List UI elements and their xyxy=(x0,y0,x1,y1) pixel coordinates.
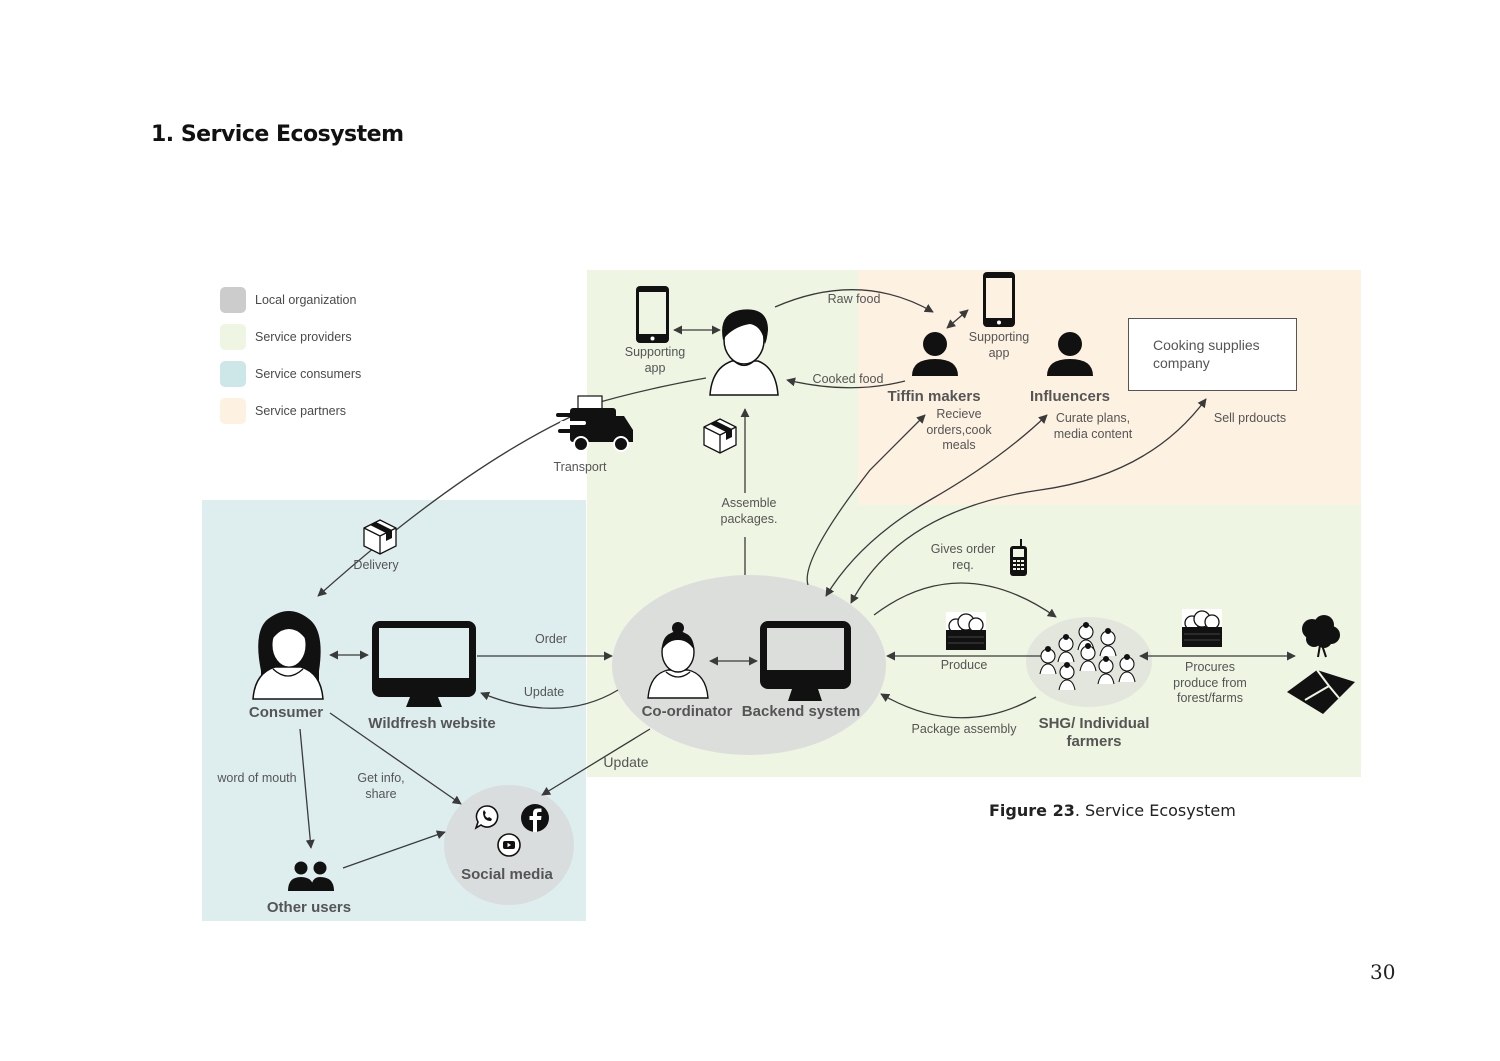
assemble-packages-label: Assemble packages. xyxy=(720,496,778,526)
desktop-monitor-icon xyxy=(372,621,476,707)
legend-item-service-providers: Service providers xyxy=(220,324,352,350)
legend-swatch xyxy=(220,398,246,424)
delivery-label: Delivery xyxy=(353,558,399,572)
legend-item-local-organization: Local organization xyxy=(220,287,356,313)
edge-label-word-of-mouth: word of mouth xyxy=(217,771,297,785)
legend-swatch xyxy=(220,324,246,350)
consumer-label: Consumer xyxy=(248,704,324,721)
sell-products-label: Sell prdoucts xyxy=(1213,411,1287,425)
edge-label-update: Update xyxy=(523,685,565,699)
edge-tiffin-app xyxy=(946,309,969,329)
backend-system-label: Backend system xyxy=(741,703,861,720)
figure-number: Figure 23 xyxy=(989,801,1075,820)
legend-label: Local organization xyxy=(255,293,357,307)
transport-label: Transport xyxy=(553,460,607,474)
farmers-group-icon xyxy=(1039,621,1136,691)
desktop-monitor-icon xyxy=(760,621,851,701)
consumer-woman-icon xyxy=(252,611,324,700)
edge-package-assembly xyxy=(880,693,1037,719)
person-icon xyxy=(912,332,958,376)
edge-to-cooking-supplies xyxy=(850,398,1207,604)
farm-land-icon xyxy=(1287,669,1355,714)
social-media-label: Social media xyxy=(461,866,553,883)
tree-icon xyxy=(1302,615,1340,658)
shg-farmers-label: SHG/ Individual farmers xyxy=(1038,715,1150,750)
edge-update-social xyxy=(541,728,651,796)
influencers-label: Influencers xyxy=(1029,388,1111,405)
edge-update-website xyxy=(480,689,619,709)
edge-raw-food xyxy=(774,289,934,313)
delivery-truck-icon xyxy=(556,395,633,452)
person-icon xyxy=(1047,332,1093,376)
figure-caption-text: . Service Ecosystem xyxy=(1074,801,1236,820)
produce-crate-icon xyxy=(1182,609,1222,647)
whatsapp-icon xyxy=(474,805,499,830)
edge-label-cooked-food: Cooked food xyxy=(812,372,884,386)
edge-worker-to-transport xyxy=(599,377,707,403)
supporting-app-label: Supporting app xyxy=(968,330,1030,360)
package-icon xyxy=(363,519,397,555)
edge-cooked-food xyxy=(786,377,906,389)
edge-label-package-assembly: Package assembly xyxy=(911,722,1017,736)
edge-label-gives-order: Gives order req. xyxy=(930,542,996,572)
edge-label-produce: Produce xyxy=(940,658,988,672)
package-icon xyxy=(703,418,737,454)
page-title: 1. Service Ecosystem xyxy=(151,122,404,147)
cooking-supplies-label: Cooking supplies company xyxy=(1153,337,1260,371)
other-users-label: Other users xyxy=(266,899,352,916)
supporting-app-label: Supporting app xyxy=(624,345,686,375)
legend-swatch xyxy=(220,287,246,313)
coordinator-woman-icon xyxy=(647,622,709,699)
edge-label-order: Order xyxy=(535,632,567,646)
coordinator-label: Co-ordinator xyxy=(641,703,733,720)
tiffin-makers-label: Tiffin makers xyxy=(887,388,981,405)
legend-swatch xyxy=(220,361,246,387)
edge-delivery xyxy=(317,407,591,597)
wildfresh-website-label: Wildfresh website xyxy=(368,715,496,732)
legend-label: Service partners xyxy=(255,404,347,418)
edge-to-tiffin xyxy=(806,414,926,586)
legend-item-service-partners: Service partners xyxy=(220,398,346,424)
influencers-description: Curate plans, media content xyxy=(1053,411,1133,441)
smartphone-icon xyxy=(636,286,669,343)
page-number: 30 xyxy=(1370,960,1396,984)
edge-label-get-info: Get info, share xyxy=(357,771,405,801)
edge-word-of-mouth xyxy=(299,728,315,849)
edge-label-raw-food: Raw food xyxy=(827,292,881,306)
youtube-icon xyxy=(497,833,521,857)
tiffin-makers-description: Recieve orders,cook meals xyxy=(926,407,992,452)
smartphone-icon xyxy=(983,272,1015,327)
produce-crate-icon xyxy=(946,612,986,650)
cooking-supplies-company-box: Cooking supplies company xyxy=(1128,318,1297,391)
legend-item-service-consumers: Service consumers xyxy=(220,361,361,387)
procures-label: Procures produce from forest/farms xyxy=(1173,660,1247,705)
edge-gives-order xyxy=(873,582,1057,618)
figure-caption: Figure 23. Service Ecosystem xyxy=(989,801,1236,820)
delivery-worker-icon xyxy=(709,309,779,396)
legend-label: Service providers xyxy=(255,330,352,344)
legend-label: Service consumers xyxy=(255,367,362,381)
mobile-phone-icon xyxy=(1010,539,1027,576)
edge-other-users-social xyxy=(342,830,446,869)
edge-get-info xyxy=(329,712,462,805)
group-users-icon xyxy=(288,861,334,891)
facebook-icon xyxy=(521,804,549,832)
edge-label-update-social: Update xyxy=(603,754,649,770)
